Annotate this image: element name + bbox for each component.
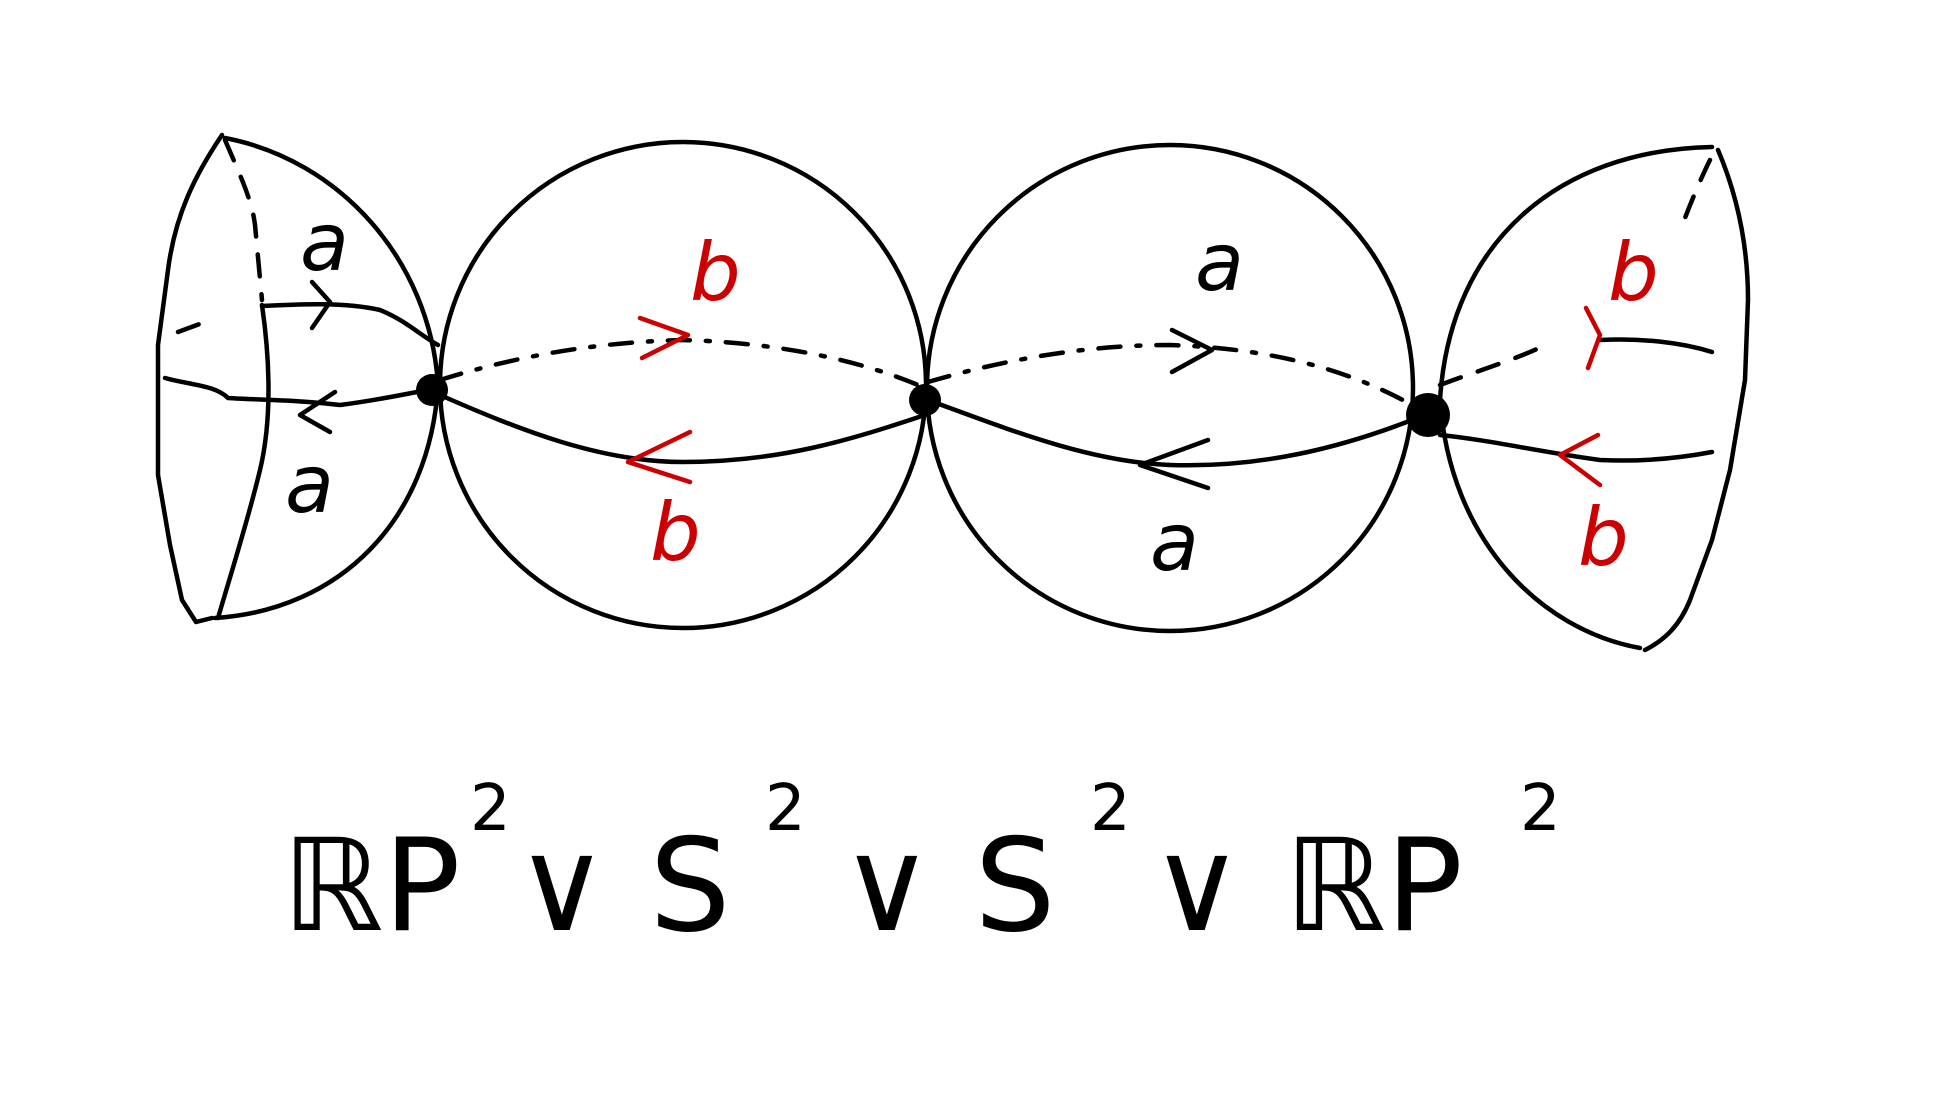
left-cap-back-dash — [175, 319, 208, 335]
sphere-one-label-top: b — [690, 226, 741, 319]
left-cap-label-top: a — [300, 196, 349, 289]
right-cap-back-arc — [1682, 157, 1713, 221]
right-cap-lower-edge — [1437, 432, 1715, 463]
sphere-two-arrow-lower — [1137, 437, 1211, 491]
sphere-two-equator-back — [925, 342, 1415, 408]
left-cap-label-bottom: a — [285, 438, 334, 531]
left-cap-arrow-upper — [309, 279, 333, 331]
wedge-point-middle — [909, 384, 941, 416]
formula-rp2-left: ℝP — [282, 812, 461, 961]
formula-wedge-s2-second: ∨ S — [840, 812, 1056, 961]
right-cap-label-top: b — [1608, 226, 1659, 319]
right-projective-plane: b b — [1437, 144, 1751, 653]
formula-sup-4: 2 — [1520, 772, 1561, 846]
left-cap-front-seam — [215, 302, 271, 621]
right-cap-upper-edge — [1597, 337, 1715, 355]
left-projective-plane: a a — [155, 132, 441, 625]
left-cap-back-seam — [222, 137, 265, 303]
formula-sup-2: 2 — [765, 772, 806, 846]
right-cap-arc — [1437, 144, 1715, 651]
right-cap-label-bottom: b — [1578, 491, 1629, 584]
sphere-two-label-top: a — [1195, 216, 1244, 309]
sphere-two-label-bottom: a — [1150, 496, 1199, 589]
left-cap-rim — [155, 132, 225, 625]
formula-wedge-s2-first: ∨ S — [515, 812, 731, 961]
wedge-point-left — [416, 374, 448, 406]
formula-wedge-rp2-right: ∨ ℝP — [1150, 812, 1463, 961]
sphere-one-arrow-lower — [625, 429, 693, 485]
formula: ℝP 2 ∨ S 2 ∨ S 2 ∨ ℝP 2 — [282, 772, 1561, 961]
right-cap-back-upper — [1437, 342, 1548, 388]
sphere-one-label-bottom: b — [650, 486, 701, 579]
sphere-two-arrow-upper — [1169, 327, 1215, 375]
sphere-one-equator-back — [437, 337, 928, 391]
left-cap-arrow-lower — [297, 389, 338, 435]
sphere-two: a a — [924, 142, 1416, 634]
left-cap-upper-edge — [259, 301, 441, 348]
right-cap-arrow-upper — [1583, 305, 1603, 371]
wedge-points — [416, 374, 1450, 437]
right-cap-arrow-lower — [1557, 432, 1603, 488]
left-cap-lower-edge — [162, 375, 441, 408]
sphere-two-equator-front — [925, 397, 1415, 468]
sphere-one-arrow-upper — [637, 315, 691, 361]
right-cap-rim — [1642, 147, 1751, 653]
formula-sup-1: 2 — [470, 772, 511, 846]
formula-sup-3: 2 — [1090, 772, 1131, 846]
sphere-one-equator-front — [437, 392, 928, 465]
wedge-point-right — [1406, 393, 1450, 437]
sphere-one: b b — [437, 139, 929, 631]
